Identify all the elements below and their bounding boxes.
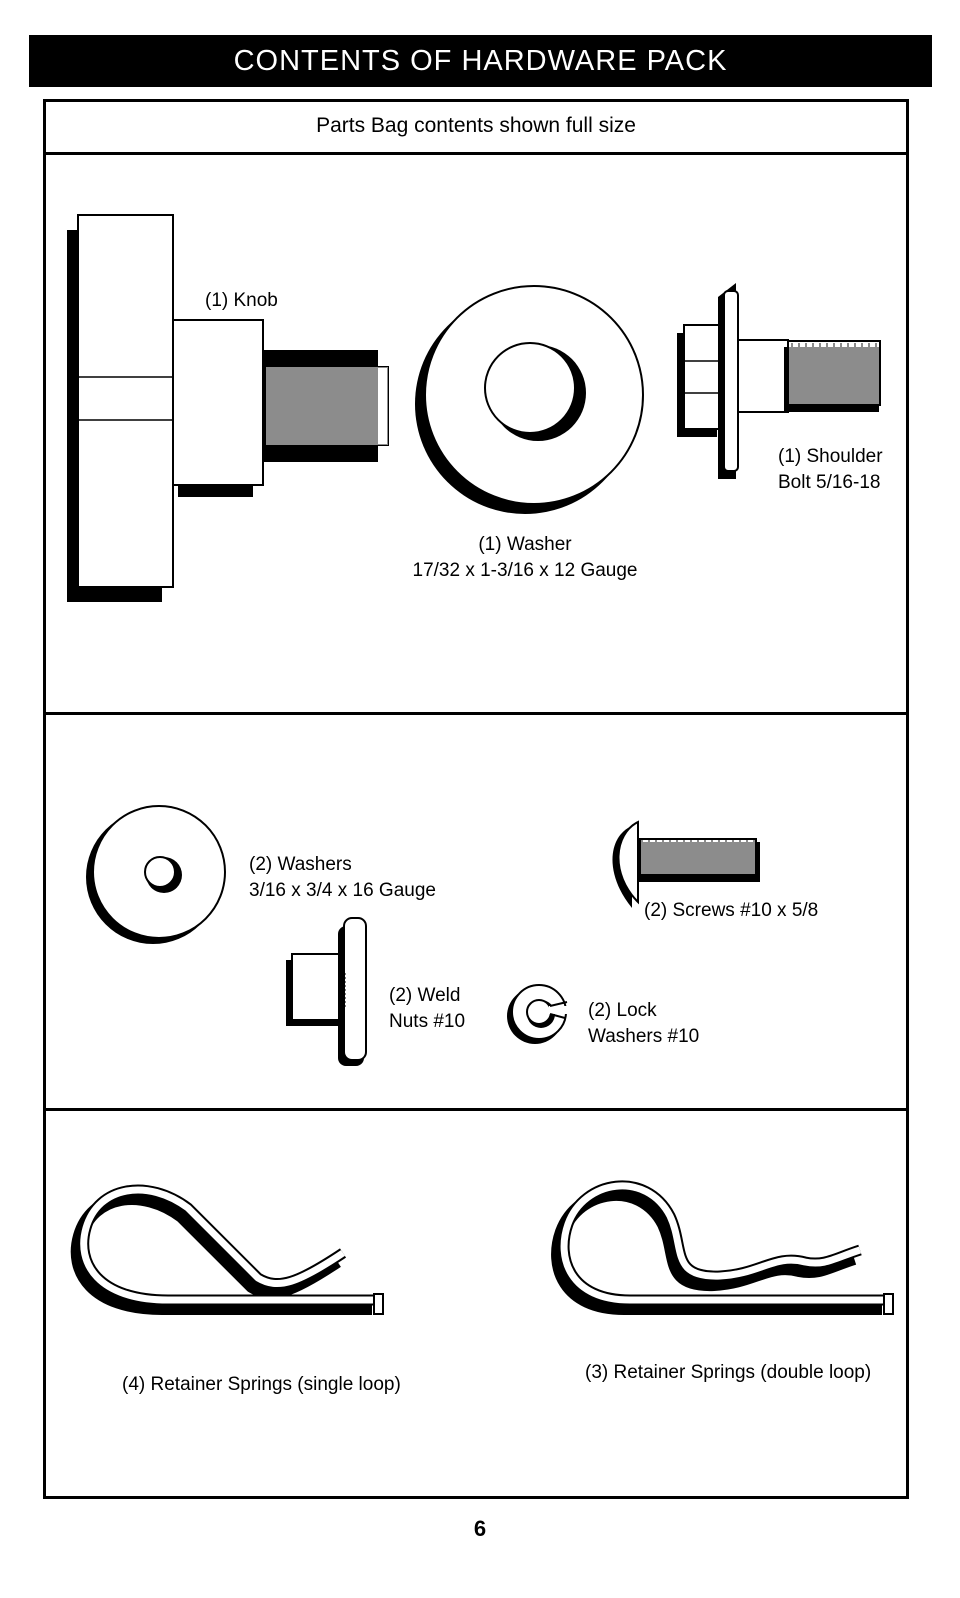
retainer-spring-single-icon — [78, 1168, 398, 1338]
weld-nut-label-line2: Nuts #10 — [389, 1009, 465, 1035]
retainer-spring-double-icon — [560, 1158, 900, 1338]
knob-icon — [60, 210, 405, 610]
subtitle: Parts Bag contents shown full size — [46, 114, 906, 138]
weld-nut-icon — [286, 918, 376, 1066]
small-washer-label-line2: 3/16 x 3/4 x 16 Gauge — [249, 878, 436, 904]
screw-label: (2) Screws #10 x 5/8 — [644, 898, 818, 924]
small-washer-icon — [86, 802, 236, 952]
small-washer-label-line1: (2) Washers — [249, 852, 436, 878]
divider — [46, 712, 906, 715]
weld-nut-label: (2) Weld Nuts #10 — [389, 983, 465, 1035]
washer-label-line2: 17/32 x 1-3/16 x 12 Gauge — [400, 558, 650, 584]
shoulder-bolt-label-line1: (1) Shoulder — [778, 444, 883, 470]
lock-washer-label-line2: Washers #10 — [588, 1024, 699, 1050]
knob-label: (1) Knob — [205, 288, 278, 314]
retainer-spring-single-label: (4) Retainer Springs (single loop) — [122, 1372, 401, 1398]
divider — [46, 152, 906, 155]
divider — [46, 1108, 906, 1111]
small-washer-label: (2) Washers 3/16 x 3/4 x 16 Gauge — [249, 852, 436, 904]
lock-washer-icon — [505, 980, 575, 1050]
page-title: CONTENTS OF HARDWARE PACK — [29, 35, 932, 87]
washer-icon — [412, 282, 652, 522]
weld-nut-label-line1: (2) Weld — [389, 983, 465, 1009]
shoulder-bolt-label-line2: Bolt 5/16-18 — [778, 470, 883, 496]
washer-label: (1) Washer 17/32 x 1-3/16 x 12 Gauge — [400, 532, 650, 584]
lock-washer-label: (2) Lock Washers #10 — [588, 998, 699, 1050]
retainer-spring-double-label: (3) Retainer Springs (double loop) — [585, 1360, 871, 1386]
page-number: 6 — [0, 1516, 960, 1542]
shoulder-bolt-label: (1) Shoulder Bolt 5/16-18 — [778, 444, 883, 496]
lock-washer-label-line1: (2) Lock — [588, 998, 699, 1024]
washer-label-line1: (1) Washer — [400, 532, 650, 558]
